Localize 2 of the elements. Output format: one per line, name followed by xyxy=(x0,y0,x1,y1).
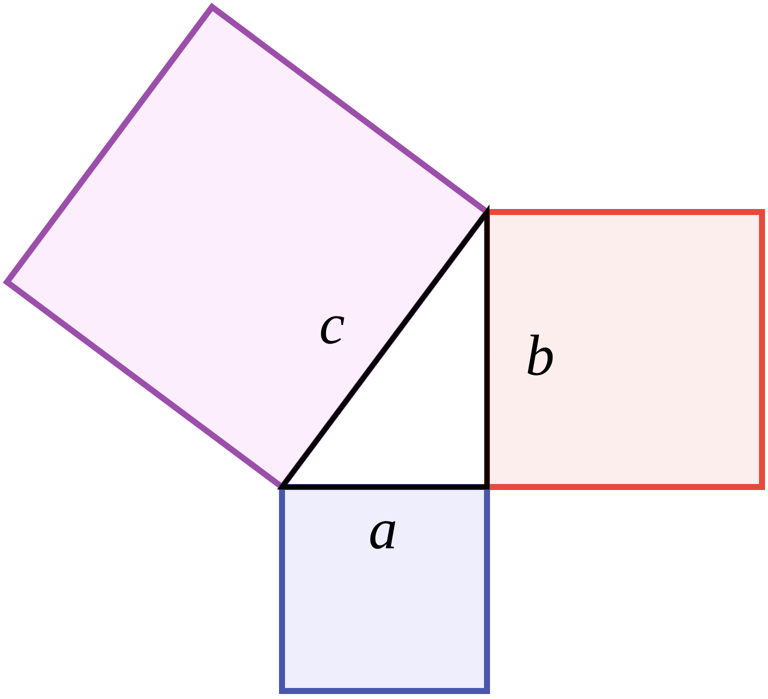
square: b xyxy=(484,209,765,490)
square: a xyxy=(279,484,490,694)
